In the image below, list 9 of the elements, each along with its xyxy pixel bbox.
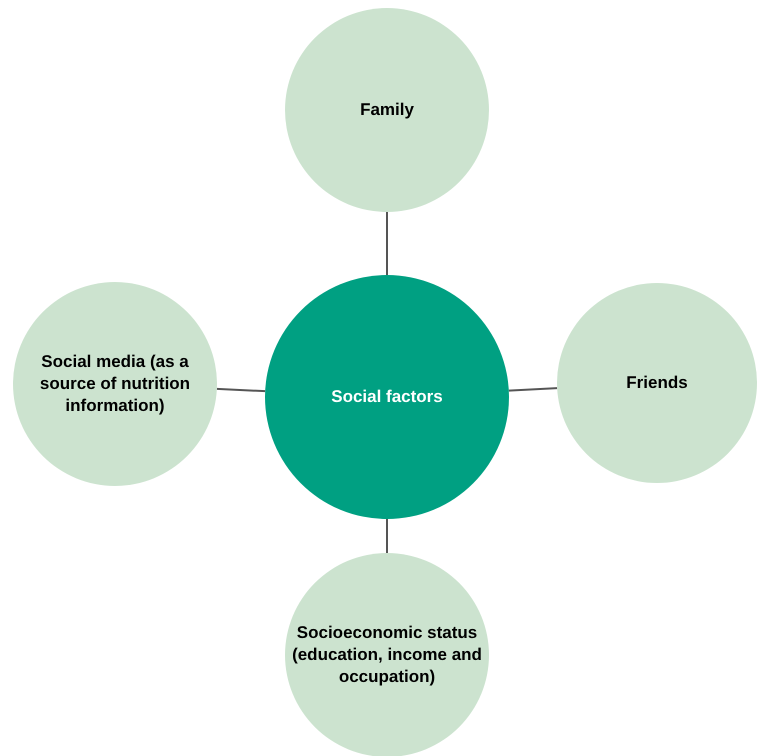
- connector-line: [386, 519, 388, 553]
- connector-line: [508, 387, 558, 392]
- node-label: Social media (as a source of nutrition information): [38, 350, 192, 418]
- node-label: Socioeconomic status (education, income and occupation): [291, 622, 483, 688]
- node-label: Family: [360, 98, 414, 121]
- connector-line: [216, 388, 266, 392]
- node-label: Friends: [626, 372, 688, 394]
- connector-line: [386, 212, 388, 275]
- node-label: Social factors: [331, 386, 443, 408]
